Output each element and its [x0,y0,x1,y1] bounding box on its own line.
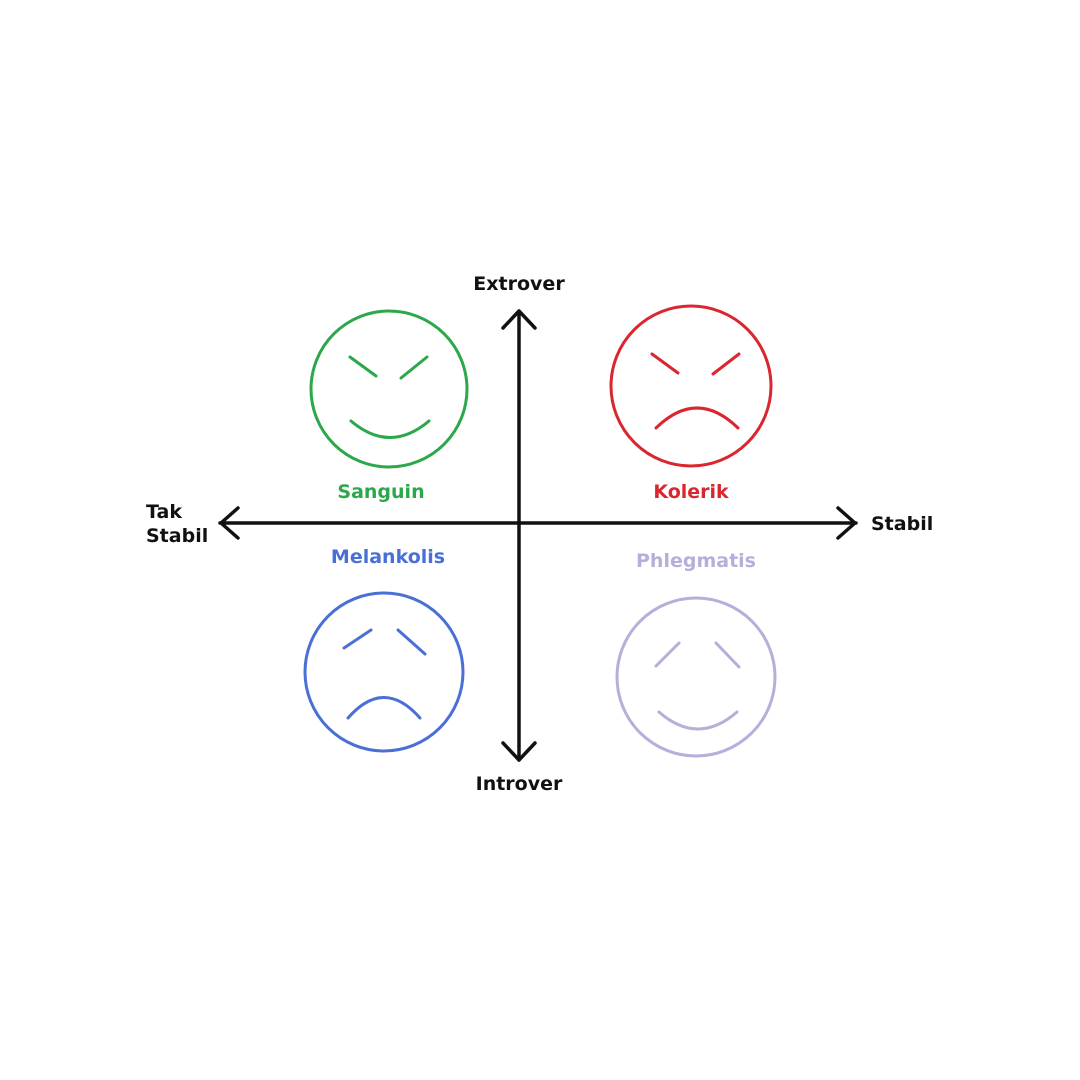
extrover-arrow-head [501,309,537,330]
kolerik-mouth [654,406,740,430]
sanguin-mouth [349,419,431,439]
kolerik-face-icon [609,304,773,468]
phlegmatis-face-outline [615,596,777,758]
melankolis-label: Melankolis [330,546,446,568]
sanguin-left-eye [348,355,378,378]
tak-stabil-label: Stabil [146,525,209,547]
melankolis-mouth [346,696,422,720]
axes [218,309,858,762]
phlegmatis-face-icon [615,596,777,758]
tak-label: Tak [146,501,182,523]
introver-label: Introver [475,773,563,795]
phlegmatis-right-eye [714,641,741,669]
kolerik-right-eye [711,352,741,376]
phlegmatis-mouth [657,710,739,731]
sanguin-label: Sanguin [337,481,425,503]
stabil-arrow-head [836,506,857,540]
extrover-label: Extrover [473,273,565,295]
sanguin-face-outline [309,309,469,469]
sanguin-face-icon [309,309,469,469]
introver-arrow-head [501,741,537,762]
sanguin-right-eye [399,355,429,380]
phlegmatis-left-eye [654,641,681,668]
melankolis-face-outline [303,591,465,753]
tak-stabil-arrow-head [219,506,240,540]
melankolis-face-icon [303,591,465,753]
kolerik-left-eye [650,352,680,375]
phlegmatis-label: Phlegmatis [636,550,756,572]
kolerik-face-outline [609,304,773,468]
kolerik-label: Kolerik [653,481,729,503]
melankolis-right-eye [396,628,427,656]
stabil-label: Stabil [871,513,934,535]
melankolis-left-eye [342,628,373,650]
